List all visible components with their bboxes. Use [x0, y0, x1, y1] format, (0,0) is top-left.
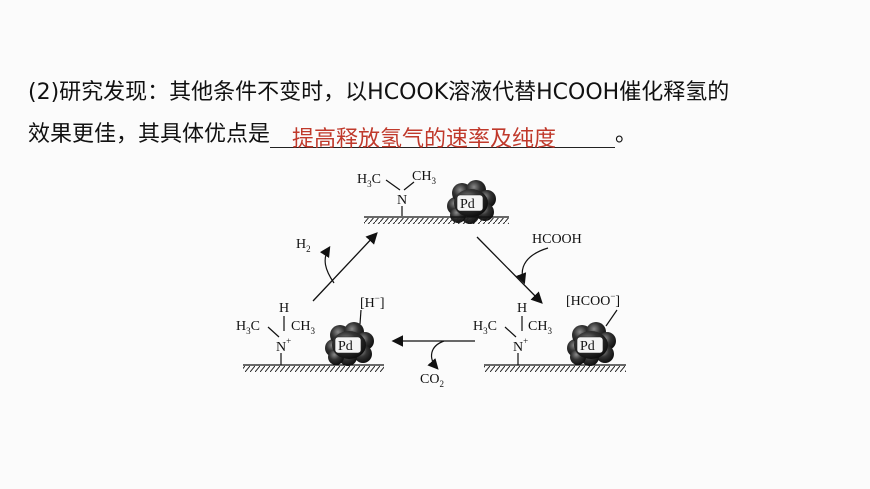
right-methyl-left: H3C	[473, 319, 497, 336]
right-surface	[484, 366, 626, 372]
label-h2: H2	[296, 237, 311, 254]
top-species: H3C CH3 N Pd	[357, 169, 509, 225]
arrow-left-to-top	[312, 232, 378, 302]
left-species: H H3C CH3 N+ Pd [H−]	[236, 293, 385, 372]
answer-blank: 提高释放氢气的速率及纯度	[270, 123, 616, 152]
arrow-h2-out	[319, 245, 335, 284]
right-pd-label: Pd	[580, 339, 595, 354]
question-suffix: 。	[615, 122, 638, 147]
top-nitrogen: N	[397, 193, 407, 208]
right-hydrogen: H	[517, 301, 527, 316]
arrow-hcooh-in	[515, 247, 549, 285]
left-methyl-left: H3C	[236, 319, 260, 336]
cycle-arrows: HCOOH CO2 H2	[296, 232, 582, 389]
left-hydride-label: [H−]	[360, 293, 385, 311]
left-hydrogen: H	[279, 301, 289, 316]
right-methyl-right: CH3	[528, 319, 552, 336]
right-nitrogen: N+	[513, 336, 528, 355]
right-formate-label: [HCOO−]	[566, 291, 620, 309]
left-methyl-right: CH3	[291, 319, 315, 336]
question-line-2: 效果更佳，其具体优点是提高释放氢气的速率及纯度 。	[28, 116, 638, 152]
top-pd-label: Pd	[460, 197, 475, 212]
left-pd-label: Pd	[338, 339, 353, 354]
label-co2: CO2	[420, 372, 444, 389]
label-hcooh: HCOOH	[532, 232, 582, 247]
left-nitrogen: N+	[276, 336, 291, 355]
right-species: H H3C CH3 N+ Pd [HCOO−]	[473, 291, 626, 372]
question-prefix: 效果更佳，其具体优点是	[28, 122, 271, 147]
arrow-co2-out	[427, 340, 445, 370]
question-line-1: (2)研究发现：其他条件不变时，以HCOOK溶液代替HCOOH催化释氢的	[28, 80, 730, 105]
arrow-top-to-right	[476, 236, 543, 304]
top-methyl-right: CH3	[412, 169, 436, 186]
left-surface	[243, 366, 384, 372]
top-surface	[364, 218, 509, 224]
answer-text: 提高释放氢气的速率及纯度	[292, 127, 557, 152]
top-methyl-left: H3C	[357, 172, 381, 189]
